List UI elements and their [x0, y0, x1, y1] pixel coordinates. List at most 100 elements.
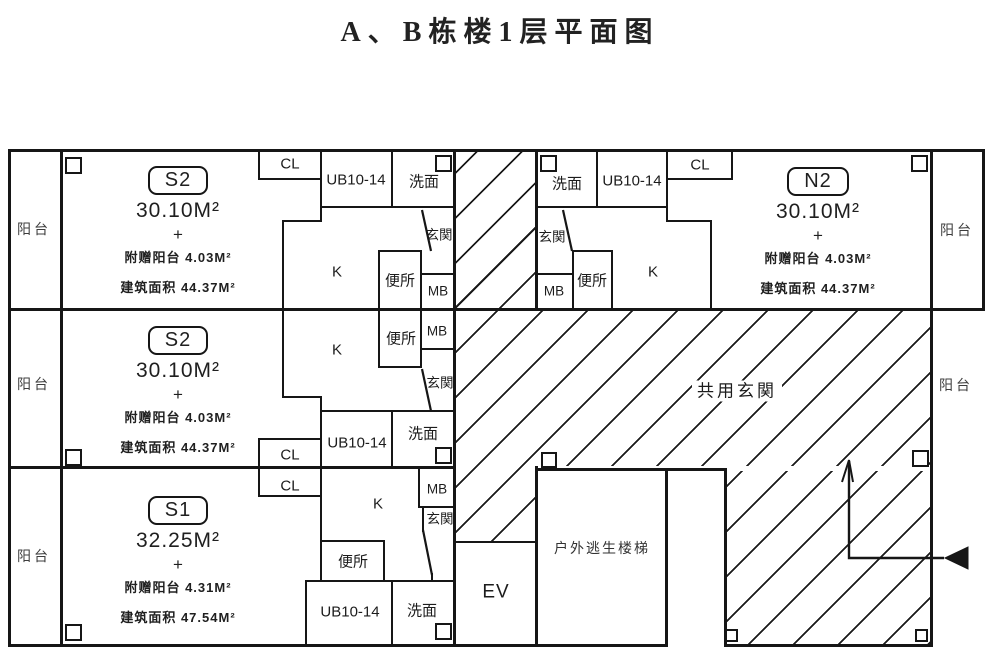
wall: [8, 466, 456, 469]
room-label-closet: CL: [280, 155, 300, 173]
unit-info-n2-upper: N2 30.10M² + 附赠阳台 4.03M² 建筑面积 44.37M²: [693, 167, 943, 296]
room-label-entrance: 玄関: [425, 227, 453, 243]
room-label-meter-box: MB: [426, 323, 448, 339]
entrance-direction-triangle: [943, 546, 969, 570]
column-marker: [435, 447, 452, 464]
room-label-escape-stairs: 户外逃生楼梯: [554, 540, 650, 556]
wall: [666, 149, 668, 222]
room-label-unit-bath: UB10-14: [326, 171, 386, 189]
balcony-label: 阳台: [17, 548, 51, 564]
room-label-closet: CL: [280, 477, 300, 495]
wall: [431, 573, 433, 582]
column-marker: [435, 155, 452, 172]
page-title: A、B栋楼1层平面图: [340, 17, 660, 48]
wall: [453, 541, 538, 543]
column-marker: [540, 155, 557, 172]
balcony-label: 阳台: [940, 222, 974, 238]
genkan-diagonal-wall: [421, 529, 434, 576]
wall: [391, 149, 393, 208]
wall: [611, 250, 613, 308]
room-label-meter-box: MB: [427, 283, 449, 299]
room-label-elevator: EV: [482, 581, 510, 603]
column-marker: [541, 452, 557, 468]
wall: [572, 250, 613, 252]
wall: [320, 149, 322, 222]
wall: [258, 438, 260, 466]
room-label-washroom: 洗面: [407, 425, 439, 443]
wall: [422, 506, 424, 532]
wall: [320, 396, 322, 466]
wall: [305, 580, 455, 582]
unit-bonus-balcony: 附赠阳台 4.03M²: [124, 410, 232, 425]
wall: [666, 220, 712, 222]
wall: [420, 273, 455, 275]
room-label-entrance: 玄関: [538, 229, 566, 245]
room-label-washroom: 洗面: [406, 602, 438, 620]
room-label-kitchen: K: [647, 263, 659, 281]
room-label-washroom: 洗面: [408, 173, 440, 191]
wall: [930, 149, 933, 647]
room-label-toilet: 便所: [385, 330, 417, 348]
balcony-label: 阳台: [17, 221, 51, 237]
unit-type-badge: S2: [147, 166, 209, 195]
unit-info-s1-lower: S1 32.25M² + 附赠阳台 4.31M² 建筑面积 47.54M²: [53, 496, 303, 625]
balcony-label: 阳台: [939, 377, 973, 393]
unit-area: 30.10M²: [135, 359, 221, 382]
unit-gross-area: 建筑面积 44.37M²: [760, 281, 876, 296]
wall: [320, 469, 322, 582]
unit-type-badge: S2: [147, 326, 209, 355]
wall: [724, 644, 933, 647]
wall: [596, 149, 598, 208]
wall: [320, 410, 455, 412]
room-label-closet: CL: [690, 156, 710, 174]
unit-type-badge: N2: [787, 167, 849, 196]
wall: [305, 580, 307, 644]
wall: [420, 250, 422, 308]
wall: [982, 149, 985, 311]
wall: [8, 308, 985, 311]
column-marker: [435, 623, 452, 640]
wall: [8, 644, 668, 647]
unit-area: 32.25M²: [135, 529, 221, 552]
room-label-kitchen: K: [372, 495, 384, 513]
wall: [731, 150, 733, 180]
wall: [320, 540, 385, 542]
room-label-unit-bath: UB10-14: [320, 603, 380, 621]
wall: [258, 150, 260, 180]
wall: [258, 495, 322, 497]
wall: [536, 468, 727, 471]
hatched-corridor-ev: [456, 466, 535, 541]
room-label-toilet: 便所: [384, 272, 416, 290]
column-marker: [65, 449, 82, 466]
wall: [710, 220, 712, 308]
unit-info-s2-middle: S2 30.10M² + 附赠阳台 4.03M² 建筑面积 44.37M²: [53, 326, 303, 455]
wall: [453, 149, 456, 647]
room-label-entrance: 玄関: [426, 375, 454, 391]
wall: [537, 273, 572, 275]
wall: [282, 311, 284, 398]
room-label-meter-box: MB: [543, 283, 565, 299]
room-label-unit-bath: UB10-14: [602, 172, 662, 190]
wall: [282, 220, 284, 308]
unit-bonus-balcony: 附赠阳台 4.03M²: [124, 250, 232, 265]
hatched-corridor-top: [456, 152, 535, 308]
wall: [535, 149, 538, 311]
wall: [258, 469, 260, 497]
wall: [418, 506, 455, 508]
wall: [668, 178, 733, 180]
unit-gross-area: 建筑面积 44.37M²: [120, 280, 236, 295]
room-label-washroom: 洗面: [551, 175, 583, 193]
room-label-unit-bath: UB10-14: [327, 434, 387, 452]
room-label-toilet: 便所: [576, 272, 608, 290]
unit-bonus-balcony: 附赠阳台 4.03M²: [764, 251, 872, 266]
wall: [378, 311, 380, 368]
wall: [282, 220, 322, 222]
wall: [383, 540, 385, 582]
wall: [60, 149, 63, 647]
wall: [378, 250, 422, 252]
wall: [258, 438, 322, 440]
room-label-kitchen: K: [331, 341, 343, 359]
wall: [391, 580, 393, 644]
wall: [572, 250, 574, 308]
